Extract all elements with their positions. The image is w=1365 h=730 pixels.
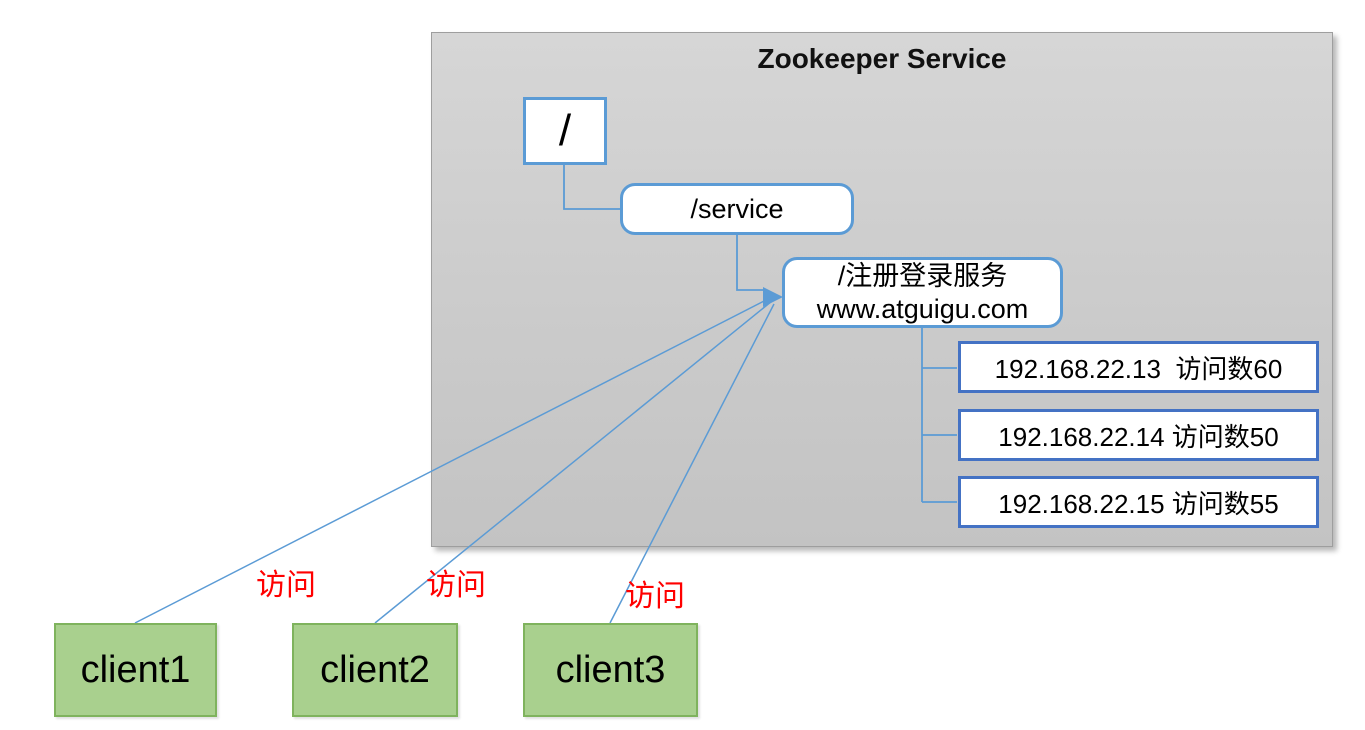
client1-box: client1 [54, 623, 217, 717]
znode-registry: /注册登录服务 www.atguigu.com [782, 257, 1063, 328]
registry-label-line2: www.atguigu.com [816, 293, 1029, 324]
server-node-1-label: 192.168.22.13 访问数60 [994, 353, 1283, 384]
server-node-2-label: 192.168.22.14 访问数50 [998, 421, 1279, 452]
znode-root: / [523, 97, 607, 165]
server-node-3: 192.168.22.15 访问数55 [958, 476, 1319, 528]
registry-label-line1: /注册登录服务 [837, 260, 1008, 291]
server-node-3-label: 192.168.22.15 访问数55 [998, 488, 1279, 519]
client3-label: client3 [555, 648, 666, 691]
client1-label: client1 [80, 648, 191, 691]
client3-box: client3 [523, 623, 698, 717]
client2-label: client2 [320, 648, 430, 691]
server-node-2: 192.168.22.14 访问数50 [958, 409, 1319, 461]
access-label-1: 访问 [256, 569, 316, 602]
znode-service-label: /service [690, 193, 784, 224]
znode-service: /service [620, 183, 854, 235]
access-label-2: 访问 [426, 569, 486, 602]
znode-root-label: / [558, 106, 572, 155]
access-label-3: 访问 [625, 580, 685, 613]
server-node-1: 192.168.22.13 访问数60 [958, 341, 1319, 393]
client2-box: client2 [292, 623, 458, 717]
panel-title: Zookeeper Service [757, 43, 1007, 74]
